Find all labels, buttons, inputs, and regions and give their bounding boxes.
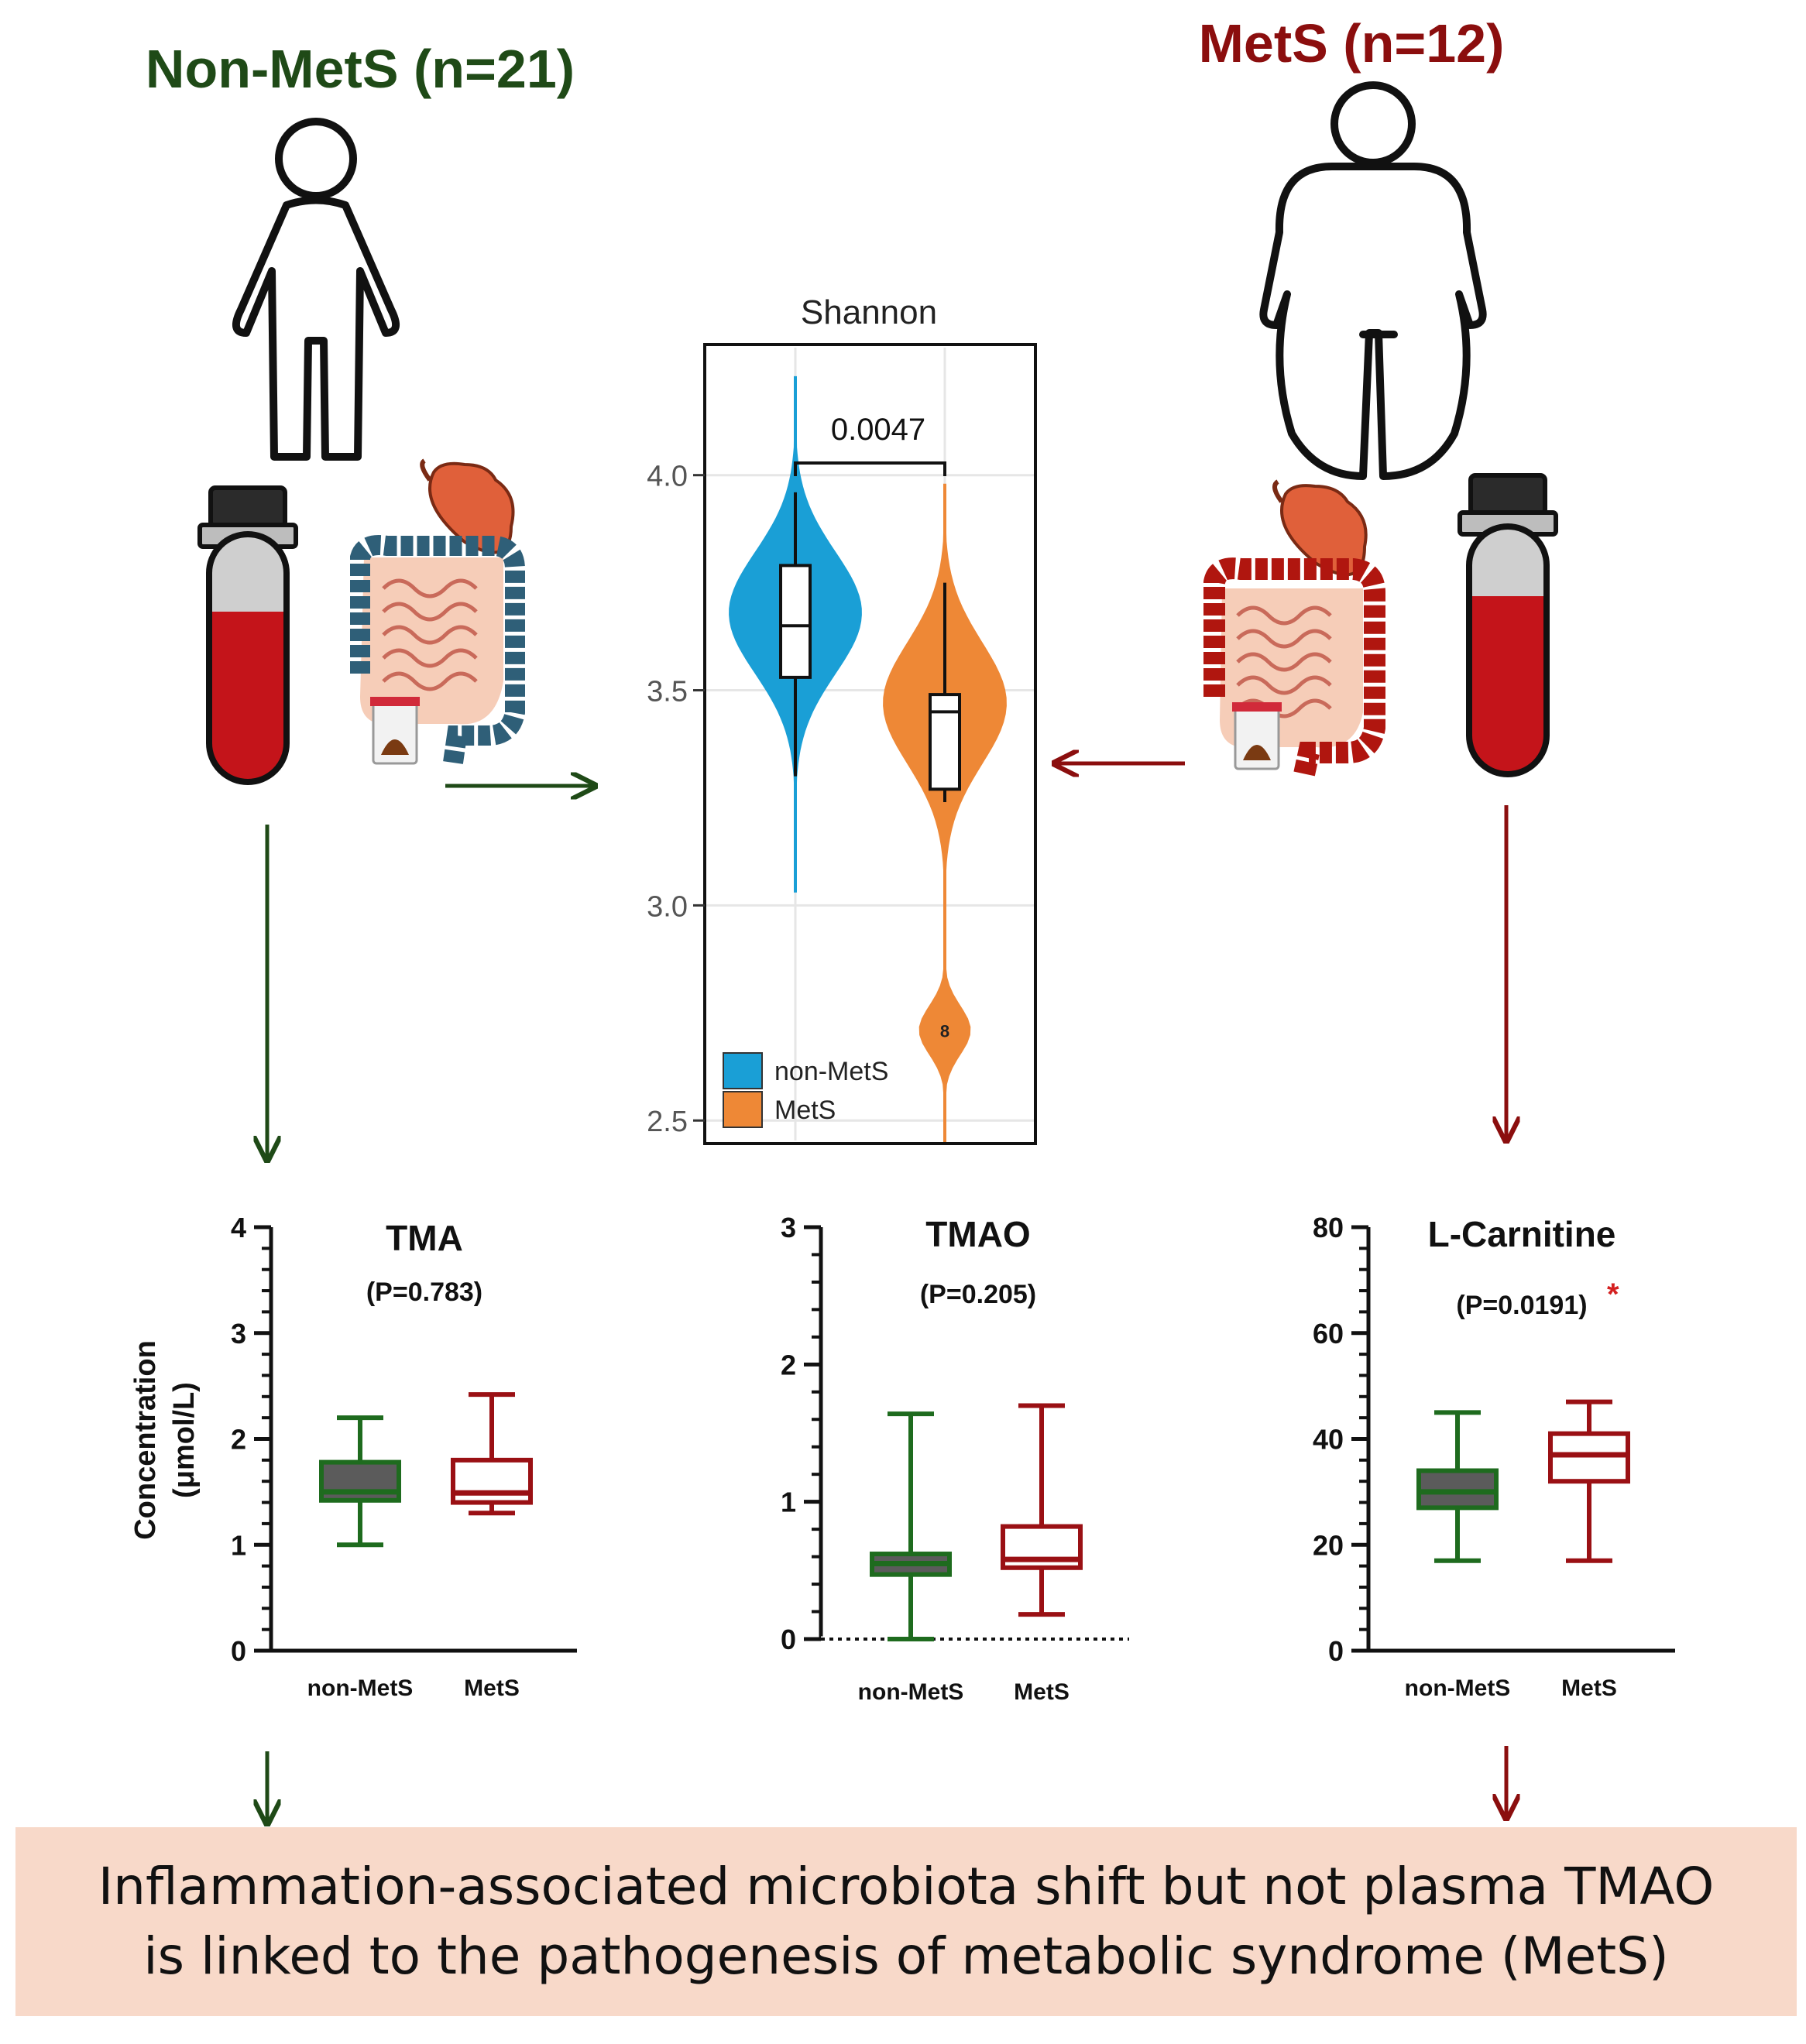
y-tick-label: 3 <box>781 1212 796 1243</box>
mets-header: MetS (n=12) <box>1199 13 1505 74</box>
box-mets <box>451 1392 533 1516</box>
blood-tube-icon <box>197 485 298 785</box>
box-chart-l-carnitine: L-Carnitine (P=0.0191) * 0 20 40 60 80 non-MetS M… <box>1313 1212 1675 1701</box>
violin-mets <box>883 483 1007 1142</box>
y-tick-label: 80 <box>1313 1212 1344 1243</box>
chart-pvalue: (P=0.0191) <box>1456 1291 1587 1320</box>
y-tick-label: 2.5 <box>647 1106 688 1138</box>
y-tick-label: 3.5 <box>647 676 688 708</box>
legend-label-non-mets: non-MetS <box>774 1057 888 1086</box>
y-tick-label: 0 <box>1328 1635 1344 1667</box>
shannon-frame <box>703 343 1037 1145</box>
conclusion-line-1: Inflammation-associated microbiota shift… <box>98 1857 1715 1916</box>
shannon-legend: non-MetS MetS <box>723 1052 888 1128</box>
box-non-mets <box>319 1415 401 1548</box>
chart-title: L-Carnitine <box>1428 1214 1616 1254</box>
person-slim-icon <box>232 118 400 461</box>
x-tick-label: MetS <box>1561 1675 1617 1701</box>
y-tick-label: 60 <box>1313 1318 1344 1350</box>
conclusion-line-2: is linked to the pathogenesis of metabol… <box>143 1926 1669 1986</box>
y-tick-label: 1 <box>781 1487 796 1518</box>
y-tick-label: 2 <box>781 1349 796 1380</box>
y-tick-label: 0 <box>781 1624 796 1655</box>
box <box>779 564 812 679</box>
y-tick-label: 3.0 <box>647 890 688 923</box>
outlier-label: 8 <box>940 1022 949 1041</box>
conclusion-banner: Inflammation-associated microbiota shift… <box>15 1827 1797 2016</box>
x-tick-label: MetS <box>1014 1679 1070 1705</box>
legend-swatch-mets <box>723 1091 763 1128</box>
x-tick-label: non-MetS <box>1405 1675 1511 1701</box>
person-obese-icon <box>1259 81 1487 480</box>
gut-icon <box>350 458 525 764</box>
legend-label-mets: MetS <box>774 1096 836 1125</box>
y-tick-label: 20 <box>1313 1529 1344 1561</box>
y-tick-label: 3 <box>231 1318 246 1350</box>
significance-star: * <box>1607 1278 1619 1312</box>
chart-title: TMA <box>386 1218 463 1258</box>
box <box>319 1459 401 1503</box>
box-chart-tmao: TMAO (P=0.205) 0 1 2 3 non-MetS MetS <box>781 1212 1129 1705</box>
blood-tube-icon <box>1458 473 1558 777</box>
box-non-mets <box>1416 1410 1499 1563</box>
x-tick-label: non-MetS <box>307 1675 414 1701</box>
y-tick-label: 4.0 <box>647 461 688 493</box>
legend-swatch-non-mets <box>723 1052 763 1089</box>
box <box>929 693 961 791</box>
chart-title: TMAO <box>925 1214 1030 1254</box>
shannon-panel: Shannon 8 2.5 3.0 3.5 4.0 0.0047 non-MetS M… <box>647 293 1037 1145</box>
pvalue-bracket <box>794 461 946 476</box>
y-axis-unit: (μmol/L) <box>168 1382 201 1498</box>
shannon-title: Shannon <box>801 293 937 331</box>
y-tick-label: 4 <box>231 1212 246 1243</box>
box-non-mets <box>870 1411 952 1641</box>
chart-pvalue: (P=0.205) <box>920 1280 1036 1309</box>
box-mets <box>1001 1403 1083 1617</box>
chart-pvalue: (P=0.783) <box>366 1278 482 1307</box>
stool-sample-icon <box>1232 702 1282 770</box>
y-axis-label: Concentration <box>129 1340 162 1540</box>
box <box>451 1457 533 1505</box>
y-tick-label: 2 <box>231 1424 246 1456</box>
y-tick-label: 0 <box>231 1635 246 1667</box>
y-tick-label: 1 <box>231 1529 246 1561</box>
y-tick-label: 40 <box>1313 1424 1344 1456</box>
shannon-pvalue: 0.0047 <box>831 413 925 447</box>
box-mets <box>1548 1399 1630 1563</box>
x-tick-label: non-MetS <box>858 1679 964 1705</box>
non-mets-header: Non-MetS (n=21) <box>146 39 575 99</box>
stool-sample-icon <box>370 697 420 765</box>
x-tick-label: MetS <box>464 1675 520 1701</box>
